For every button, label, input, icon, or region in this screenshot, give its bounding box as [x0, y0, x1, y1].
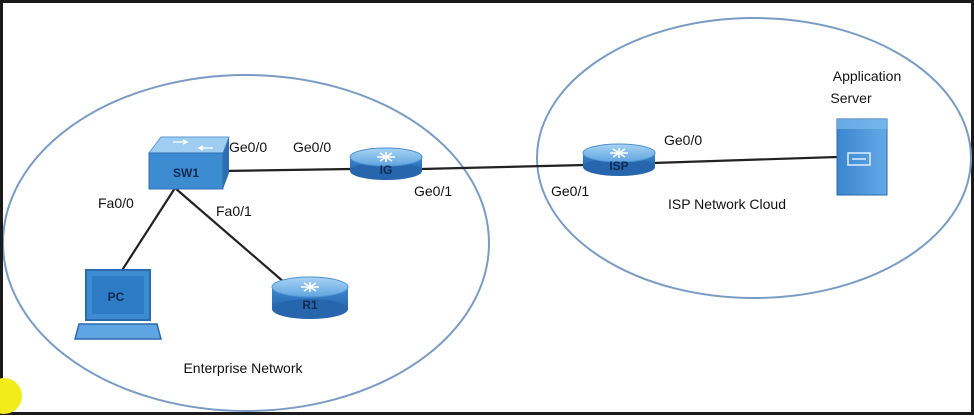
sw1-label: SW1 [173, 166, 199, 180]
laptop-icon[interactable]: PC [74, 269, 162, 340]
network-diagram: SW1 IG ISP R1 PC Application Server Ge0/… [3, 17, 972, 412]
link-sw1-r1 [174, 187, 286, 284]
iface-ig-ge00: Ge0/0 [293, 139, 331, 155]
router-icon-isp[interactable]: ISP [582, 143, 656, 177]
ig-label: IG [380, 163, 393, 177]
enterprise-network-label: Enterprise Network [183, 360, 303, 376]
pc-label: PC [108, 290, 125, 304]
isp-label: ISP [609, 159, 628, 173]
enterprise-network-ellipse [3, 74, 490, 412]
server-icon[interactable] [836, 118, 888, 196]
isp-network-ellipse [536, 17, 972, 299]
iface-sw1-fa00: Fa0/0 [98, 195, 134, 211]
isp-network-cloud-label: ISP Network Cloud [668, 196, 786, 212]
server-label-line2: Server [830, 90, 872, 106]
switch-icon[interactable]: SW1 [148, 136, 230, 190]
r1-label: R1 [302, 298, 318, 312]
iface-isp-ge00: Ge0/0 [664, 132, 702, 148]
cursor-highlight-dot [0, 378, 22, 414]
link-ig-isp [420, 163, 586, 171]
router-icon-ig[interactable]: IG [349, 147, 423, 181]
link-isp-server [652, 155, 838, 165]
iface-ig-ge01: Ge0/1 [414, 183, 452, 199]
link-sw1-pc [118, 187, 176, 276]
link-sw1-ig [222, 167, 352, 173]
iface-sw1-fa01: Fa0/1 [216, 203, 252, 219]
iface-isp-ge01: Ge0/1 [551, 183, 589, 199]
iface-sw1-ge00: Ge0/0 [229, 139, 267, 155]
server-label-line1: Application [833, 68, 902, 84]
router-icon-r1[interactable]: R1 [271, 276, 349, 319]
